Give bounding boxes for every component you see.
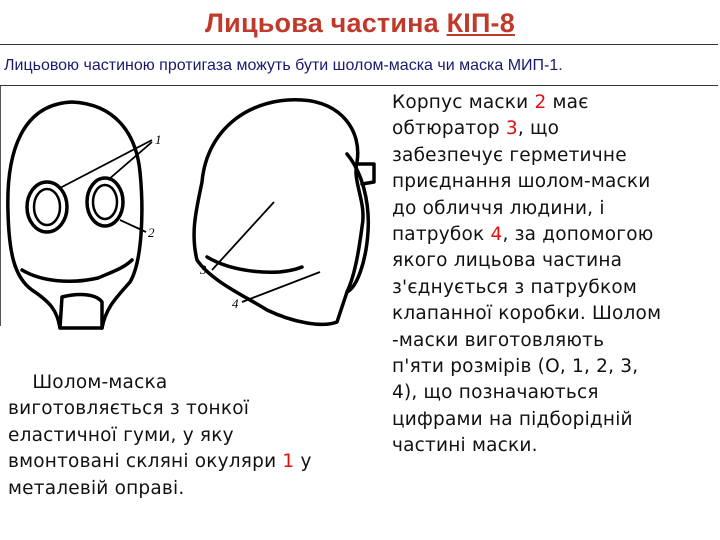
left-line-1: Шолом-маска (8, 372, 168, 393)
right-line-12: 4), що позначаються (392, 382, 599, 404)
side-mask-outline (192, 98, 365, 327)
intro-box: Лицьовою частиною протигаза можуть бути … (0, 44, 718, 86)
right-line-2: обтюратор 3, що (392, 118, 560, 140)
description-right: Корпус маски 2 має обтюратор 3, що забез… (392, 90, 718, 460)
right-line-1: Корпус маски 2 має (392, 92, 589, 113)
right-line-8: з'єднується з патрубком (392, 276, 638, 298)
mask-drawing: 1 2 3 4 (6, 98, 376, 330)
left-line-5: металевій оправі. (8, 477, 185, 499)
left-line-3: еластичної гуми, у яку (8, 424, 234, 446)
right-eyepiece-outer (85, 176, 125, 228)
right-line-4: приєднання шолом-маски (392, 171, 651, 193)
ref-number-4: 4 (490, 224, 503, 246)
intro-text: Лицьовою частиною протигаза можуть бути … (4, 57, 563, 74)
left-line-2: виготовляється з тонкої (8, 398, 250, 420)
left-line-4: вмонтовані скляні окуляри 1 у (8, 451, 312, 473)
ref-number-2: 2 (534, 92, 547, 113)
right-line-13: цифрами на підборідній (392, 408, 633, 430)
figure-label-2: 2 (148, 225, 155, 240)
side-mask-patch (355, 162, 376, 186)
right-line-14: частині маски. (392, 435, 538, 457)
figure-label-1: 1 (155, 132, 162, 147)
leader-line-3 (211, 201, 275, 271)
page-title: Лицьова частина КІП-8 (0, 8, 720, 39)
leader-line-1a (59, 139, 153, 189)
side-mask-face-edge (345, 152, 371, 294)
figure-label-4: 4 (232, 296, 239, 311)
left-eyepiece-outer (25, 180, 69, 234)
title-text: Лицьова частина (205, 8, 447, 38)
front-mask-chin (58, 292, 104, 330)
right-line-11: п'яти розмірів (О, 1, 2, 3, (392, 356, 639, 378)
left-border (0, 86, 1, 326)
title-code: КІП-8 (446, 8, 515, 38)
right-line-3: забезпечує герметичне (392, 144, 627, 166)
right-line-6: патрубок 4, за допомогою (392, 224, 654, 246)
leader-line-4 (241, 271, 321, 303)
figure-label-3: 3 (199, 262, 207, 277)
right-line-7: якого лицьова частина (392, 250, 623, 272)
right-eyepiece-inner (91, 183, 119, 221)
left-eyepiece-inner (32, 187, 62, 227)
right-line-9: клапанної коробки. Шолом (392, 303, 662, 325)
ref-number-3: 3 (505, 118, 518, 140)
description-left: Шолом-маска виготовляється з тонкої елас… (8, 370, 388, 502)
right-line-10: -маски виготовляють (392, 329, 605, 351)
leader-line-1b (107, 141, 153, 181)
side-mask-fold (205, 255, 304, 274)
front-mask-lower-line (20, 258, 134, 284)
right-line-5: до обличчя людини, і (392, 197, 605, 219)
leader-line-2 (119, 219, 147, 233)
ref-number-1: 1 (282, 451, 295, 473)
